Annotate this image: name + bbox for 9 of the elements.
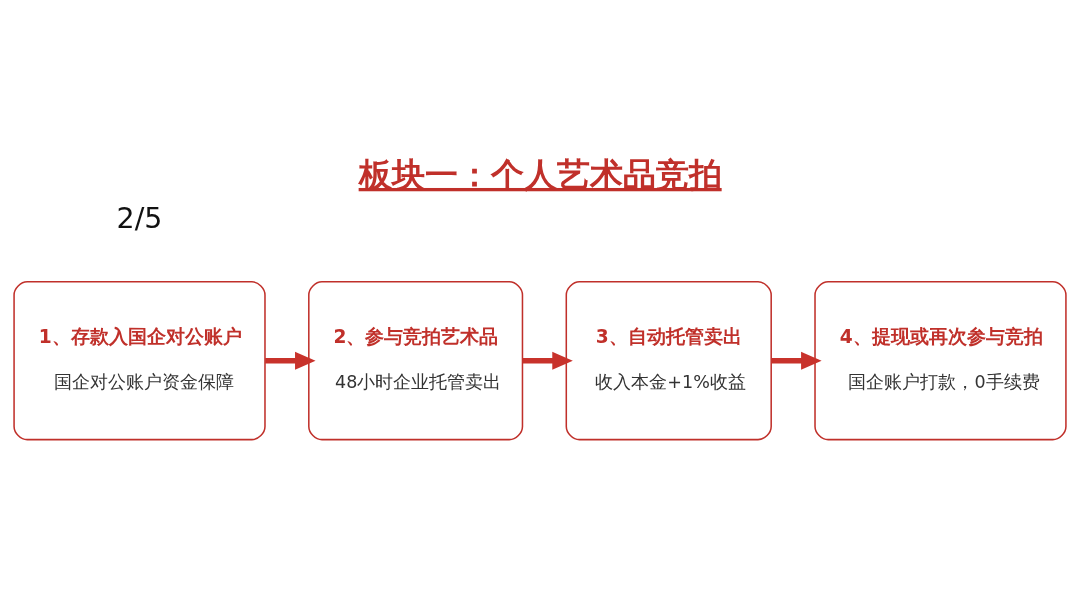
diagram-title: 板块一：个人艺术品竞拍 <box>358 154 722 194</box>
node-box: 3、自动托管卖出 收入本金+1%收益 <box>565 281 772 441</box>
arrow <box>522 351 573 370</box>
node-box: 2、参与竞拍艺术品 48小时企业托管卖出 <box>308 281 524 441</box>
arrow <box>265 351 316 370</box>
node-box: 4、提现或再次参与竞拍 国企账户打款，0手续费 <box>814 281 1067 441</box>
node-box: 1、存款入国企对公账户 国企对公账户资金保障 <box>13 281 266 441</box>
label: 2/5 <box>116 202 163 236</box>
arrow <box>771 351 822 370</box>
